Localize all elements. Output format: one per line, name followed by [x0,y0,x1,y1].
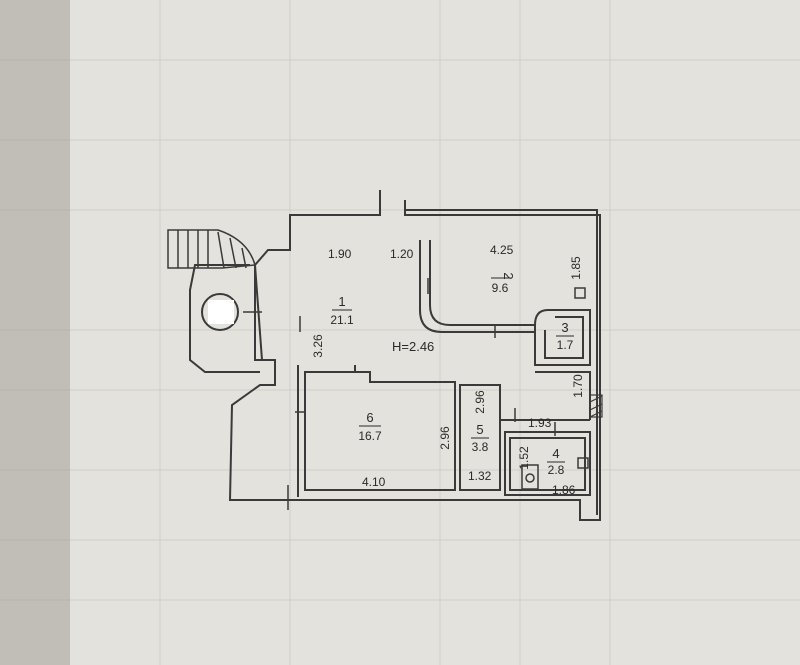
room-label-3: 3 1.7 [556,320,574,352]
dim-room6-width: 4.10 [362,475,386,489]
room-number-6: 6 [366,410,373,425]
room-area-5: 3.8 [472,440,489,454]
left-shadow [0,0,70,665]
room-label-6: 6 16.7 [358,410,382,443]
hatched-wall-icon [589,394,603,418]
staircase-icon [167,229,256,269]
room-area-2: 9.6 [492,281,509,295]
column-icon [201,293,239,331]
sink-icon [574,287,589,469]
dim-room2-width: 4.25 [490,243,514,257]
dim-room5-bottom: 1.32 [468,469,492,483]
room-label-2-area: 9.6 [491,277,509,295]
dim-room4-side: 1.52 [517,446,531,470]
room-area-3: 1.7 [557,338,574,352]
dim-room1-top-right: 1.20 [390,247,414,261]
ceiling-height-label: H=2.46 [392,339,434,354]
dim-corridor-side: 1.70 [571,374,585,398]
dim-room2-side: 1.85 [569,256,583,280]
room-area-1: 21.1 [330,313,354,327]
room-number-5: 5 [476,422,483,437]
dim-room4-bottom: 1.86 [552,483,576,497]
room-area-6: 16.7 [358,429,382,443]
room-label-2: 2 [501,272,516,279]
room-number-3: 3 [561,320,568,335]
room-number-4: 4 [552,446,559,461]
room-number-2: 2 [501,272,516,279]
room-label-4: 4 2.8 [547,446,565,477]
dim-room1-top-left: 1.90 [328,247,352,261]
dimension-labels: 1.90 1.20 4.25 1.85 3.26 1.70 1.93 2.96 … [311,243,585,497]
room-number-1: 1 [338,294,345,309]
dim-room1-height: 3.26 [311,334,325,358]
dim-room6-height: 2.96 [438,426,452,450]
room-label-1: 1 21.1 [330,294,354,327]
dim-room5-width-top: 1.93 [528,416,552,430]
dim-room5-height: 2.96 [473,390,487,414]
room-label-5: 5 3.8 [471,422,489,454]
room-area-4: 2.8 [548,463,565,477]
door-markers [243,278,556,510]
toilet-icon [521,464,539,490]
